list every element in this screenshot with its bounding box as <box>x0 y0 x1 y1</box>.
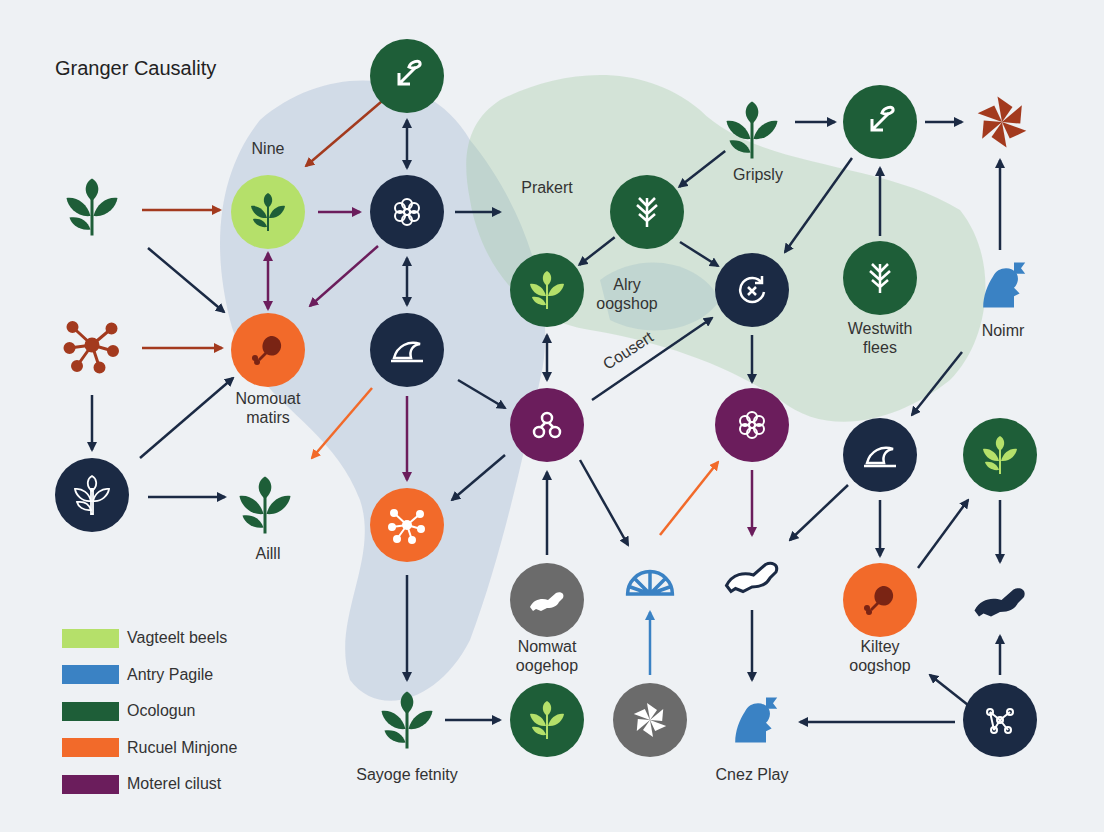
node-shape <box>610 175 684 249</box>
node-shape <box>235 475 295 535</box>
icon-circle-node: Alry oogshop <box>510 253 584 327</box>
node-label: Prakert <box>507 178 587 197</box>
node-shape <box>972 257 1028 313</box>
node-label: Noimr <box>968 321 1038 340</box>
icon-circles <box>55 39 1037 757</box>
icon-node: Gripsly <box>722 100 782 160</box>
node-label: Sayoge fetnity <box>337 765 477 784</box>
node-label: Nomwat oogehop <box>505 637 589 675</box>
node-label: Nine <box>238 139 298 158</box>
node-shape <box>231 175 305 249</box>
connector-arrows <box>92 96 1000 722</box>
node-label: Nomouat matirs <box>226 389 310 427</box>
node-shape <box>510 563 584 637</box>
node-label: Cnez Play <box>697 765 807 784</box>
edge-arrow <box>579 237 614 265</box>
edge-arrow <box>679 151 725 187</box>
legend-row: Ocologun <box>62 693 237 730</box>
node-label: Gripsly <box>718 165 798 184</box>
legend: Vagteelt beelsAntry PagileOcologunRucuel… <box>62 620 237 803</box>
icon-circle-node: Kiltey oogshop <box>843 563 917 637</box>
icon-circle-node: Prakert <box>610 175 684 249</box>
legend-row: Rucuel Minjone <box>62 730 237 767</box>
icon-node: Ailll <box>235 475 295 535</box>
icon-circle-node: Nine <box>231 175 305 249</box>
legend-swatch <box>62 775 119 794</box>
diagram-title: Granger Causality <box>55 56 216 80</box>
legend-text: Rucuel Minjone <box>127 739 237 757</box>
node-shape <box>843 241 917 315</box>
node-shape <box>377 690 437 750</box>
legend-text: Antry Pagile <box>127 666 213 684</box>
edge-arrow <box>267 253 270 309</box>
legend-row: Moterel cilust <box>62 766 237 803</box>
node-shape <box>722 100 782 160</box>
node-label: Kiltey oogshop <box>838 637 922 675</box>
node-shape <box>843 563 917 637</box>
node-shape <box>724 692 780 748</box>
icon-circle-node: Nomwat oogehop <box>510 563 584 637</box>
node-shape <box>510 253 584 327</box>
node-label: Alry oogshop <box>590 275 664 313</box>
icon-node: Cnez Play <box>724 692 780 748</box>
node-label: Ailll <box>238 544 298 563</box>
legend-text: Ocologun <box>127 702 196 720</box>
legend-text: Vagteelt beels <box>127 629 227 647</box>
legend-swatch <box>62 665 119 684</box>
legend-row: Antry Pagile <box>62 657 237 694</box>
icon-circle-node: Westwith flees <box>843 241 917 315</box>
legend-swatch <box>62 629 119 648</box>
icon-node: Sayoge fetnity <box>377 690 437 750</box>
legend-swatch <box>62 702 119 721</box>
icon-node: Noimr <box>972 257 1028 313</box>
legend-text: Moterel cilust <box>127 775 221 793</box>
icon-circle-node: Nomouat matirs <box>231 313 305 387</box>
legend-row: Vagteelt beels <box>62 620 237 657</box>
node-label: Westwith flees <box>835 319 925 357</box>
legend-swatch <box>62 738 119 757</box>
node-shape <box>231 313 305 387</box>
map-watermark <box>220 75 985 701</box>
